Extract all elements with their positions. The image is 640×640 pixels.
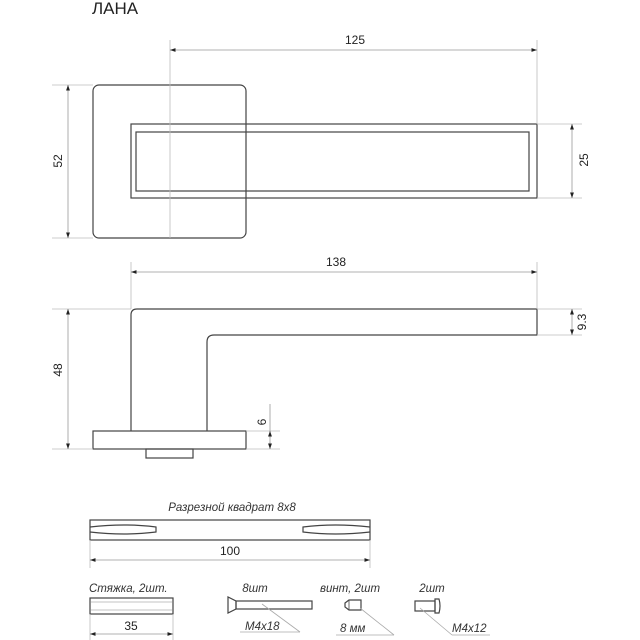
spindle-slot-left: [89, 524, 157, 535]
accessory-tie-rod: Стяжка, 2шт. 35: [89, 583, 174, 640]
screw-m4x12-head: [434, 598, 441, 614]
dim-52-label: 52: [51, 154, 65, 168]
rosette-outline: [92, 84, 247, 239]
screw-m4x18-size: M4x18: [245, 621, 280, 633]
rosette-base: [92, 430, 247, 450]
set-screw-body: [344, 599, 362, 611]
spindle-slot-right: [302, 524, 371, 535]
dim-125-label: 125: [345, 33, 365, 47]
accessory-screw-m4x18: 8шт M4x18: [227, 583, 313, 633]
set-screw-label: винт, 2шт: [320, 583, 381, 595]
dim-48-label: 48: [51, 363, 65, 377]
accessory-screw-m4x12: 2шт M4x12: [414, 583, 490, 636]
screw-m4x18-head: [227, 596, 237, 614]
screw-m4x12-qty: 2шт: [418, 583, 445, 595]
accessory-set-screw: винт, 2шт 8 мм: [320, 583, 395, 636]
spindle-bar: [89, 519, 371, 541]
dim-138-label: 138: [326, 255, 346, 269]
spindle-drawing: Разрезной квадрат 8x8 100: [89, 502, 371, 568]
side-view: 138 48 6 9.3: [51, 255, 589, 459]
handle-outline: [130, 123, 538, 199]
handle-inset: [135, 131, 530, 192]
dim-6-label: 6: [255, 418, 269, 425]
tie-rod-body: [89, 597, 174, 615]
product-title: ЛАНА: [92, 0, 139, 18]
screw-m4x12-size: M4x12: [452, 623, 487, 635]
lever-profile: [130, 308, 538, 431]
screw-m4x18-qty: 8шт: [242, 583, 268, 595]
screw-m4x12-shank: [414, 600, 436, 612]
dim-25-label: 25: [577, 153, 591, 167]
spindle-label: Разрезной квадрат 8x8: [168, 502, 296, 514]
tie-rod-label: Стяжка, 2шт.: [89, 583, 168, 595]
dim-35-label: 35: [124, 619, 138, 633]
spindle-stub: [145, 448, 194, 459]
dim-9-3-label: 9.3: [575, 313, 589, 330]
dim-100-label: 100: [220, 544, 240, 558]
top-view: 125 52 25: [51, 33, 591, 239]
set-screw-size: 8 мм: [340, 623, 365, 635]
screw-m4x18-shank: [235, 600, 313, 610]
